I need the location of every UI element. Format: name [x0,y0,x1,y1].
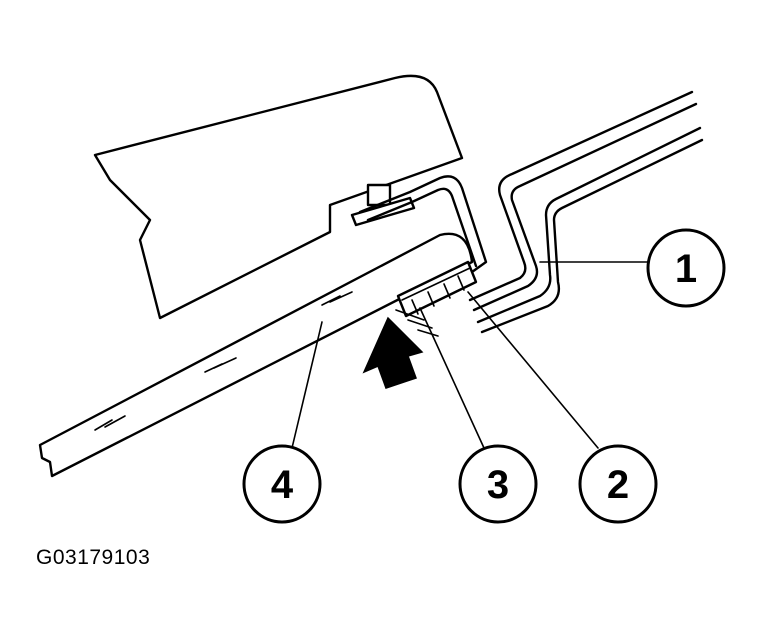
callout-label: 4 [271,463,294,507]
leader-lines [291,261,649,449]
callout-2: 2 [578,444,658,524]
housing-tab [350,183,416,227]
upper-housing [93,74,464,320]
callout-label: 3 [487,463,509,507]
callout-1: 1 [646,228,726,308]
clip-bracket [358,175,488,274]
callout-label: 2 [607,463,629,507]
figure-id: G03179103 [36,546,151,569]
callout-4: 4 [242,444,322,524]
bracket-rails [468,90,704,334]
retainer [395,260,478,337]
push-arrow-icon [362,316,424,389]
panel [38,232,474,478]
callout-3: 3 [458,444,538,524]
callout-label: 1 [675,247,697,291]
